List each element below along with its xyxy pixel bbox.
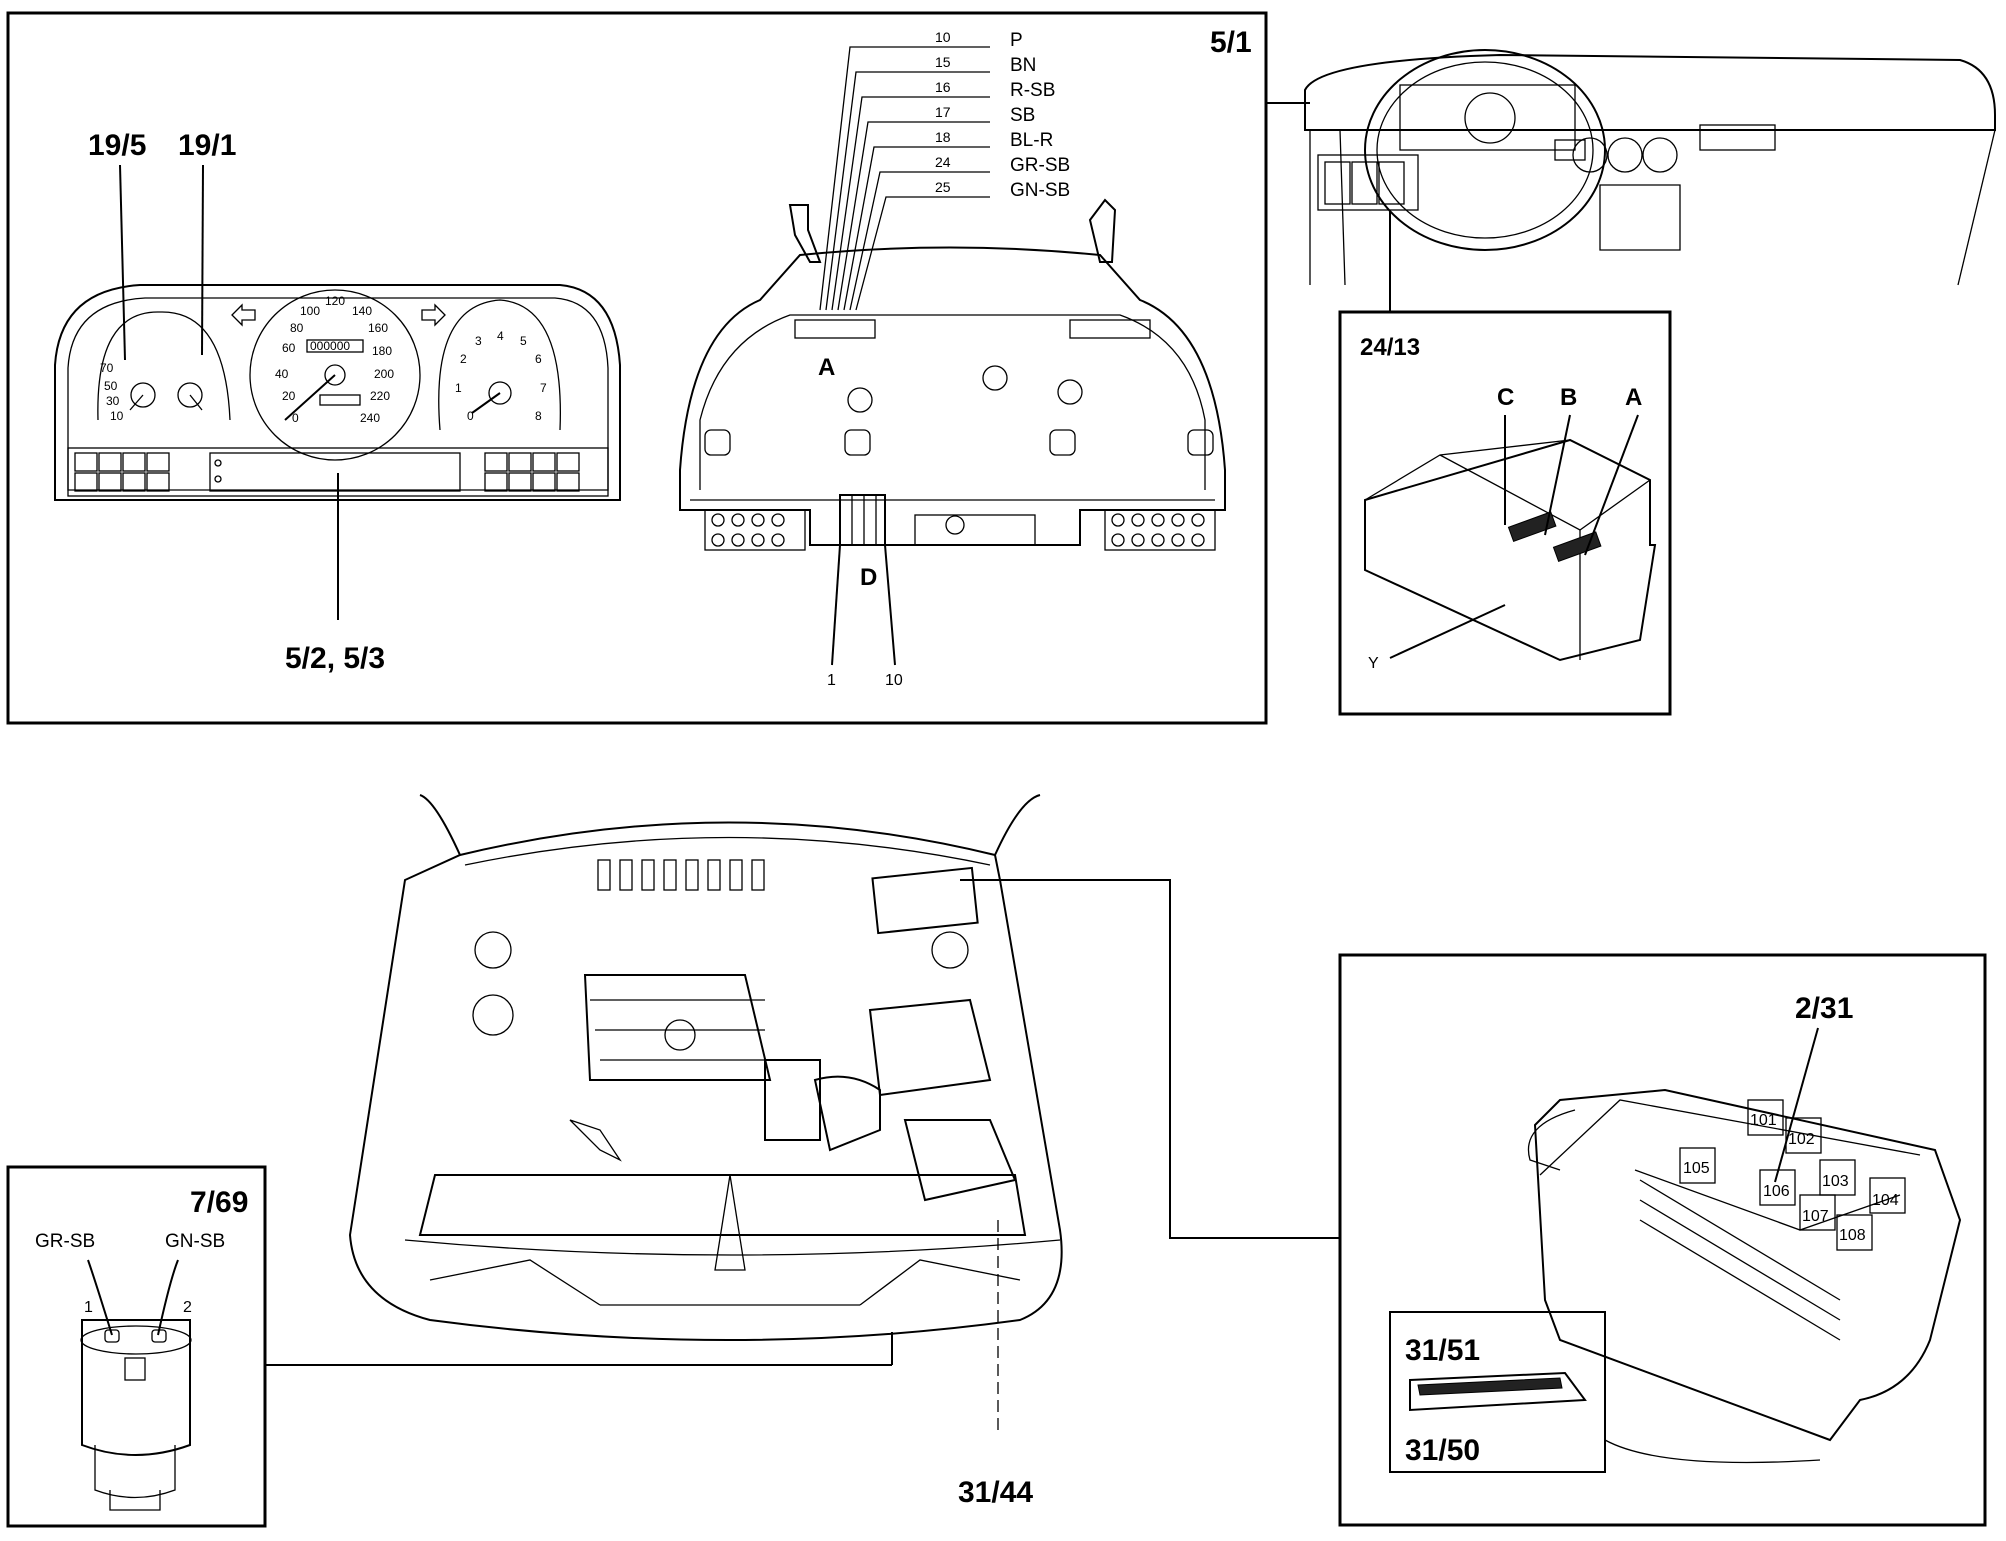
svg-text:P: P — [1010, 30, 1023, 51]
svg-text:220: 220 — [370, 389, 390, 403]
svg-text:BL-R: BL-R — [1010, 130, 1053, 151]
svg-text:60: 60 — [282, 341, 296, 355]
svg-text:30: 30 — [106, 394, 120, 408]
label-7-69: 7/69 — [190, 1186, 248, 1219]
label-switch-pin1: 1 — [84, 1299, 93, 1316]
wire-list: 10 P 15 BN 16 R-SB 17 SB 18 BL-R 24 GR-S… — [935, 29, 1070, 201]
svg-text:GR-SB: GR-SB — [1010, 155, 1070, 176]
label-relay-c: C — [1497, 384, 1514, 411]
label-switch-wire2: GN-SB — [165, 1231, 225, 1252]
svg-text:18: 18 — [935, 129, 951, 145]
svg-text:SB: SB — [1010, 105, 1035, 126]
label-31-51: 31/51 — [1405, 1334, 1480, 1367]
svg-text:0: 0 — [467, 409, 474, 423]
svg-text:80: 80 — [290, 321, 304, 335]
fuel-scale: 70 50 30 10 — [100, 361, 124, 423]
label-switch-pin2: 2 — [183, 1299, 192, 1316]
bulb-holders-right — [1104, 509, 1216, 551]
svg-text:2: 2 — [460, 352, 467, 366]
relay-positions: 101 102 103 104 105 106 107 108 — [1679, 1099, 1906, 1251]
svg-text:102: 102 — [1788, 1131, 1815, 1148]
svg-text:40: 40 — [275, 367, 289, 381]
label-31-50: 31/50 — [1405, 1434, 1480, 1467]
label-relay-y: Y — [1368, 655, 1379, 672]
svg-text:100: 100 — [300, 304, 320, 318]
svg-text:15: 15 — [935, 54, 951, 70]
svg-text:20: 20 — [282, 389, 296, 403]
svg-text:140: 140 — [352, 304, 372, 318]
label-5-2-5-3: 5/2, 5/3 — [285, 642, 385, 675]
label-relay-a: A — [1625, 384, 1642, 411]
svg-text:10: 10 — [110, 409, 124, 423]
svg-text:3: 3 — [475, 334, 482, 348]
svg-text:103: 103 — [1822, 1173, 1849, 1190]
dashboard-view — [1266, 49, 1996, 312]
svg-text:101: 101 — [1750, 1112, 1777, 1129]
svg-text:R-SB: R-SB — [1010, 80, 1055, 101]
svg-text:BN: BN — [1010, 55, 1036, 76]
panel-label: 5/1 — [1210, 26, 1252, 59]
label-19-1: 19/1 — [178, 129, 236, 162]
svg-text:200: 200 — [374, 367, 394, 381]
label-24-13: 24/13 — [1360, 334, 1420, 361]
svg-text:240: 240 — [360, 411, 380, 425]
svg-text:24: 24 — [935, 154, 951, 170]
svg-text:5: 5 — [520, 334, 527, 348]
svg-text:105: 105 — [1683, 1160, 1710, 1177]
warning-lamps-right — [484, 452, 580, 492]
svg-text:7: 7 — [540, 381, 547, 395]
svg-text:GN-SB: GN-SB — [1010, 180, 1070, 201]
svg-text:10: 10 — [935, 29, 951, 45]
svg-text:4: 4 — [497, 329, 504, 343]
svg-text:70: 70 — [100, 361, 114, 375]
svg-text:108: 108 — [1839, 1227, 1866, 1244]
svg-text:16: 16 — [935, 79, 951, 95]
label-switch-wire1: GR-SB — [35, 1231, 95, 1252]
svg-text:6: 6 — [535, 352, 542, 366]
instrument-panel-frame: 5/1 — [6, 11, 1268, 725]
svg-text:104: 104 — [1872, 1192, 1899, 1209]
tacho-scale: 0 1 2 3 4 5 6 7 8 — [455, 329, 547, 423]
label-19-5: 19/5 — [88, 129, 146, 162]
upper-posts — [704, 365, 1214, 456]
cowl-vents — [597, 859, 765, 891]
svg-text:106: 106 — [1763, 1183, 1790, 1200]
wire-fan — [819, 46, 990, 311]
central-box-panel: 2/31 101 102 103 104 105 106 107 10 — [1338, 953, 1987, 1527]
svg-text:50: 50 — [104, 379, 118, 393]
relay-block-panel: 24/13 C B A Y — [1338, 310, 1672, 716]
odometer: 000000 — [310, 339, 350, 353]
bulb-holders-left — [704, 509, 806, 551]
speedo-scale: 20 40 60 80 100 120 140 160 180 200 220 … — [275, 294, 394, 425]
cluster-rear-view: A D 1 10 10 P 15 BN 16 R-SB 17 SB 18 BL-… — [679, 29, 1226, 689]
svg-text:8: 8 — [535, 409, 542, 423]
svg-text:17: 17 — [935, 104, 951, 120]
svg-text:107: 107 — [1802, 1208, 1829, 1225]
label-pin-end: 10 — [885, 672, 903, 689]
svg-text:180: 180 — [372, 344, 392, 358]
engine-bay-view: 31/44 — [265, 794, 1340, 1509]
svg-text:120: 120 — [325, 294, 345, 308]
svg-text:25: 25 — [935, 179, 951, 195]
label-relay-b: B — [1560, 384, 1577, 411]
svg-text:0: 0 — [292, 411, 299, 425]
svg-text:160: 160 — [368, 321, 388, 335]
fuse-rows — [1639, 1179, 1841, 1341]
label-31-44: 31/44 — [958, 1476, 1033, 1509]
label-connector-a: A — [818, 354, 835, 381]
label-pin-start: 1 — [827, 672, 836, 689]
switch-panel: 7/69 GR-SB GN-SB 1 2 — [6, 1165, 267, 1528]
cluster-front-view: 70 50 30 10 20 40 60 80 100 120 140 160 … — [54, 129, 621, 675]
svg-text:1: 1 — [455, 381, 462, 395]
warning-lamps-left — [74, 452, 170, 492]
label-2-31: 2/31 — [1795, 992, 1853, 1025]
label-connector-d: D — [860, 564, 877, 591]
